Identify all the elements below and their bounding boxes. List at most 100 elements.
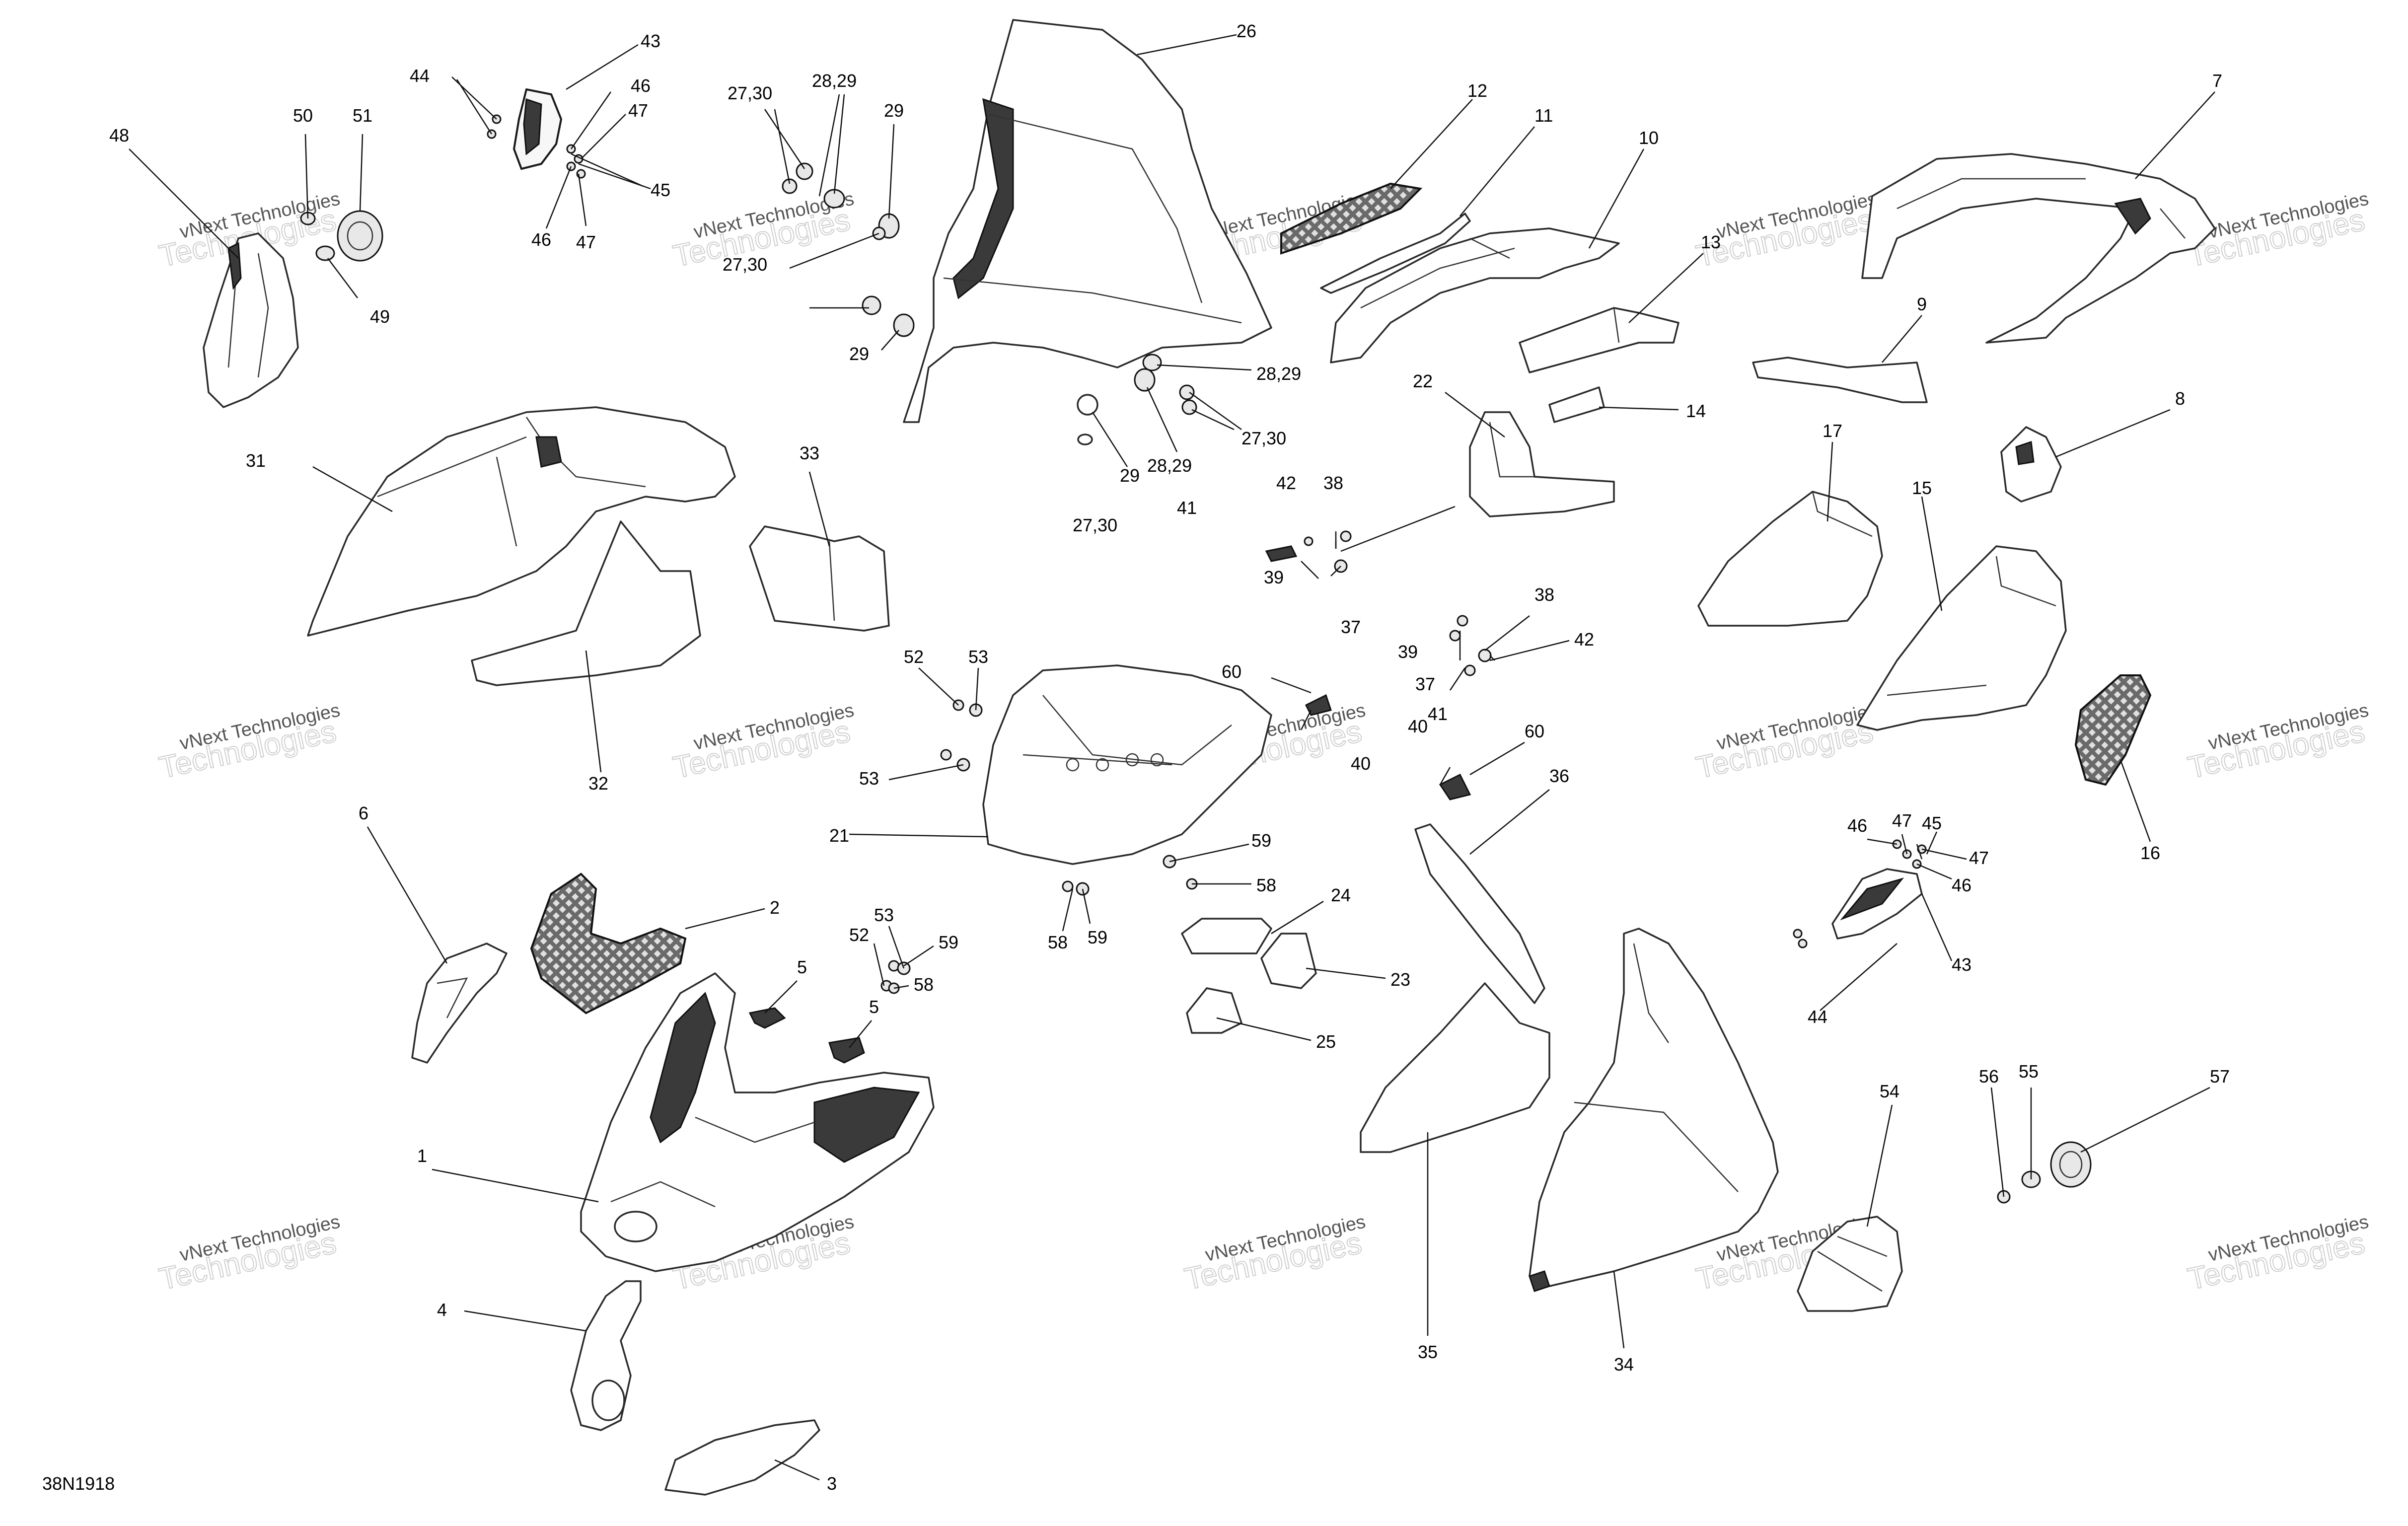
part-6-bracket <box>411 943 508 1064</box>
callout: 9 <box>1917 294 1927 314</box>
part-36-seal-strip <box>1414 823 1545 1004</box>
part-57-socket <box>2050 1141 2092 1188</box>
part-5-latch-upper <box>748 1007 786 1029</box>
callout: 28,29 <box>1147 455 1192 476</box>
callout: 11 <box>1534 105 1553 126</box>
callout: 56 <box>1979 1066 1999 1087</box>
callout: 42 <box>1574 629 1594 650</box>
part-1-front-fascia <box>580 972 935 1272</box>
part-14-foam-block <box>1548 386 1605 423</box>
part-34-lower-side-panel <box>1529 928 1779 1292</box>
callout: 1 <box>417 1146 427 1166</box>
callout: 59 <box>1251 830 1271 851</box>
callout: 34 <box>1614 1354 1634 1375</box>
part-13-foam-block <box>1519 307 1679 373</box>
callout: 45 <box>651 180 670 200</box>
callout: 60 <box>1222 661 1241 682</box>
hardware-44-45-46-47-right <box>1793 839 1927 948</box>
callout: 24 <box>1331 885 1351 905</box>
callout: 6 <box>359 803 368 823</box>
part-26-windshield <box>903 19 1272 423</box>
callout: 29 <box>849 344 869 364</box>
callout: 40 <box>1351 753 1371 774</box>
leader-lines <box>129 34 2215 1481</box>
part-3-skid-plate <box>664 1419 820 1496</box>
part-25-block <box>1186 987 1242 1034</box>
callout: 12 <box>1467 80 1487 101</box>
callout: 29 <box>884 100 904 121</box>
callout: 47 <box>1892 810 1912 831</box>
part-35-insulation-sheet <box>1360 982 1550 1153</box>
callout: 53 <box>874 905 894 925</box>
part-40-bracket <box>1305 694 1471 800</box>
callout: 59 <box>1088 927 1107 947</box>
callout: 48 <box>109 125 129 145</box>
callout: 36 <box>1549 766 1569 786</box>
part-23-block <box>1260 933 1317 989</box>
part-51-socket <box>337 210 383 262</box>
part-12-vent-mesh <box>1280 182 1423 255</box>
callout: 38 <box>1534 584 1554 605</box>
part-33-foam-block <box>749 525 890 632</box>
callout: 49 <box>370 306 390 327</box>
callout: 59 <box>939 932 958 952</box>
callout: 10 <box>1639 128 1659 148</box>
callout: 58 <box>1256 875 1276 895</box>
callout: 46 <box>1952 875 1971 895</box>
callout: 44 <box>410 66 430 86</box>
callout: 38 <box>1323 473 1343 493</box>
callout: 47 <box>1969 848 1989 868</box>
callout: 33 <box>800 443 819 463</box>
part-24-block <box>1181 918 1272 954</box>
part-43-turn-signal-right <box>1831 868 1923 940</box>
callout: 39 <box>1398 642 1418 662</box>
callout: 51 <box>353 105 372 126</box>
part-41-latch <box>1265 545 1298 562</box>
callout: 32 <box>588 773 608 794</box>
callout: 46 <box>531 229 551 250</box>
callout: 23 <box>1390 969 1410 990</box>
part-17-side-panel <box>1697 491 1883 627</box>
part-7-rear-rack <box>1861 153 2216 344</box>
callout: 26 <box>1237 21 1256 41</box>
part-48-headlight-housing <box>203 232 299 408</box>
callout: 43 <box>1952 954 1971 975</box>
callout: 41 <box>1428 704 1448 724</box>
part-31-upper-side-panel <box>307 406 736 637</box>
callout: 42 <box>1276 473 1296 493</box>
part-54-headlight <box>1797 1216 1903 1312</box>
callout: 60 <box>1525 721 1544 741</box>
callout: 27,30 <box>728 83 772 103</box>
drawing-code: 38N1918 <box>42 1473 115 1494</box>
callout: 25 <box>1316 1031 1336 1052</box>
part-43-turn-signal-left <box>513 88 562 170</box>
callout: 52 <box>904 647 924 667</box>
callout: 15 <box>1912 478 1932 498</box>
callout: 17 <box>1823 421 1842 441</box>
callout: 47 <box>628 100 648 121</box>
callout: 58 <box>1048 932 1068 952</box>
callout: 5 <box>869 997 879 1017</box>
callout: 27,30 <box>1241 428 1286 448</box>
part-22-deflector <box>1469 411 1615 517</box>
part-2-front-mesh <box>530 872 687 1015</box>
part-9-foam-block <box>1752 357 1928 403</box>
callout: 47 <box>576 232 596 252</box>
callout: 28,29 <box>1256 363 1301 384</box>
callout: 37 <box>1415 674 1435 694</box>
part-8-bracket <box>2000 426 2062 503</box>
callout: 45 <box>1922 813 1942 833</box>
callout: 39 <box>1264 567 1284 587</box>
callout: 27,30 <box>723 254 767 275</box>
callout: 37 <box>1341 617 1361 637</box>
callout: 31 <box>246 450 266 471</box>
callout: 46 <box>1847 815 1867 836</box>
callout: 4 <box>437 1300 447 1320</box>
callout: 44 <box>1808 1007 1827 1027</box>
callout: 57 <box>2210 1066 2230 1087</box>
callout: 55 <box>2019 1061 2039 1082</box>
callout: 53 <box>968 647 988 667</box>
callout: 50 <box>293 105 313 126</box>
callout: 14 <box>1686 401 1706 421</box>
part-16-vent-mesh <box>2074 674 2152 786</box>
